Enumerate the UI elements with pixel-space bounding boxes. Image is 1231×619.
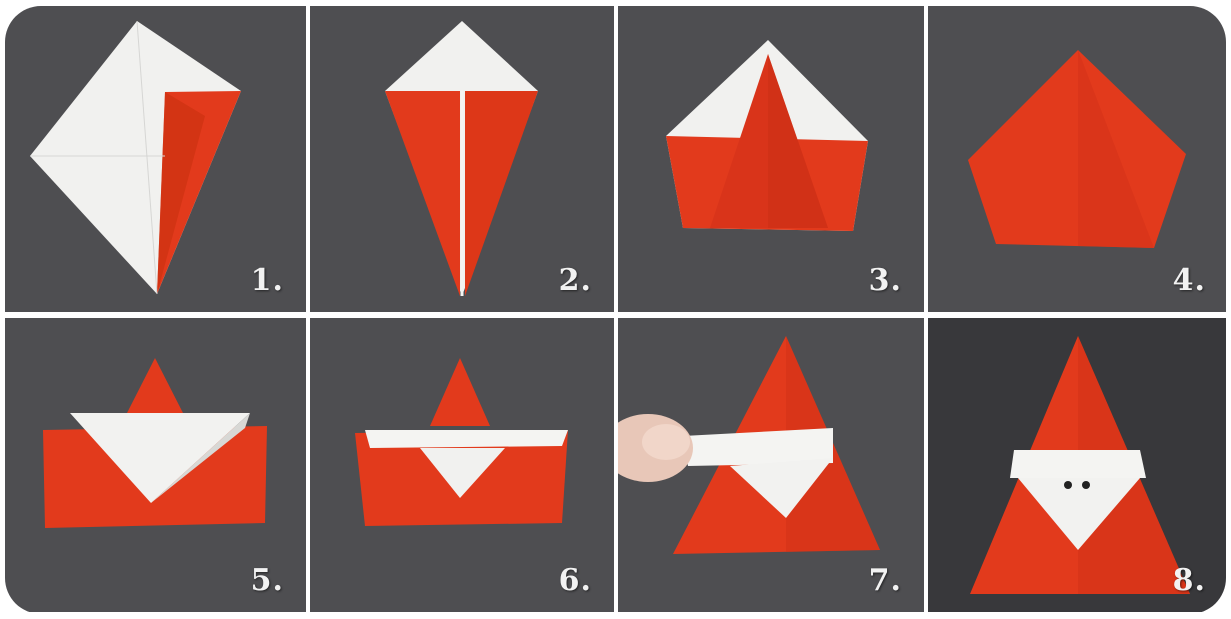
- origami-instruction-collage: 1. 2. 3.: [5, 6, 1226, 614]
- step-4-panel: 4.: [928, 6, 1226, 312]
- step-7-panel: 7.: [618, 318, 924, 612]
- step-5-panel: 5.: [5, 318, 306, 612]
- step-6-panel: 6.: [310, 318, 614, 612]
- step-8-label: 8.: [1173, 563, 1206, 598]
- step-4-label: 4.: [1173, 263, 1206, 298]
- step-7-label: 7.: [869, 563, 902, 598]
- steps-grid: 1. 2. 3.: [5, 6, 1226, 614]
- step-6-label: 6.: [559, 563, 592, 598]
- step-3-label: 3.: [869, 263, 902, 298]
- step-2-panel: 2.: [310, 6, 614, 312]
- step-2-label: 2.: [559, 263, 592, 298]
- step-5-label: 5.: [251, 563, 284, 598]
- step-3-panel: 3.: [618, 6, 924, 312]
- step-8-panel: 8.: [928, 318, 1226, 612]
- step-1-label: 1.: [251, 263, 284, 298]
- step-1-panel: 1.: [5, 6, 306, 312]
